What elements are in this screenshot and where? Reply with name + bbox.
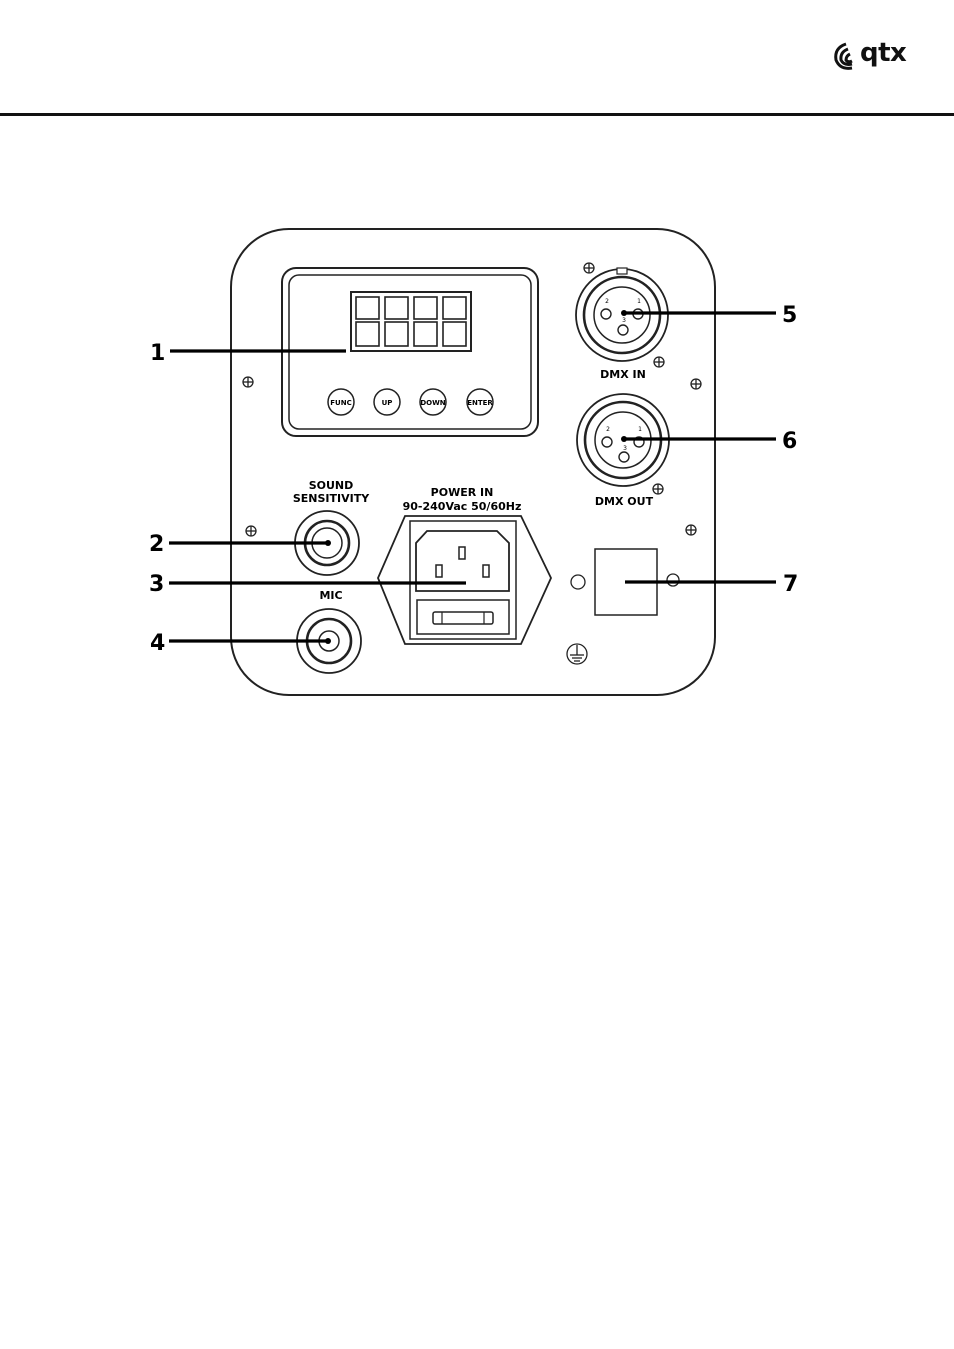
down-button-label: DOWN [420, 399, 445, 407]
callout-number-2: 2 [149, 532, 164, 557]
port-7-hole-right [667, 574, 679, 586]
up-button-label: UP [382, 399, 393, 407]
screw-icon [654, 357, 664, 367]
callout-number-7: 7 [783, 572, 798, 597]
iec-pin-live [436, 565, 442, 577]
screw-icon [691, 379, 701, 389]
dmx-out-pin1-label: 1 [638, 426, 642, 433]
callout-number-1: 1 [150, 341, 165, 366]
port-7-hole-left [571, 575, 585, 589]
callout-number-6: 6 [782, 429, 797, 454]
callout-number-5: 5 [782, 303, 797, 328]
callout-number-4: 4 [150, 631, 165, 656]
dmx-in-pin1-label: 1 [637, 298, 641, 305]
dmx-in-latch [617, 268, 627, 274]
dmx-out-pin2-label: 2 [606, 426, 610, 433]
mic-label: MIC [319, 589, 342, 602]
dmx-out-pin3-label: 3 [623, 445, 627, 452]
iec-pin-neutral [483, 565, 489, 577]
dmx-out-label: DMX OUT [595, 495, 654, 508]
power-label-line2: 90-240Vac 50/60Hz [403, 500, 522, 513]
dmx-in-pin2-label: 2 [605, 298, 609, 305]
screw-icon [243, 377, 253, 387]
screw-icon [686, 525, 696, 535]
screw-icon [246, 526, 256, 536]
iec-pin-earth [459, 547, 465, 559]
screw-icon [584, 263, 594, 273]
sound-label-line2: SENSITIVITY [293, 492, 370, 505]
dmx-in-label: DMX IN [600, 368, 646, 381]
func-button-label: FUNC [330, 399, 351, 407]
enter-button-label: ENTER [467, 399, 493, 407]
dmx-in-pin3-label: 3 [622, 317, 626, 324]
sound-label-line1: SOUND [309, 479, 354, 492]
screw-icon [653, 484, 663, 494]
power-label-line1: POWER IN [431, 486, 494, 499]
callout-number-3: 3 [149, 572, 164, 597]
